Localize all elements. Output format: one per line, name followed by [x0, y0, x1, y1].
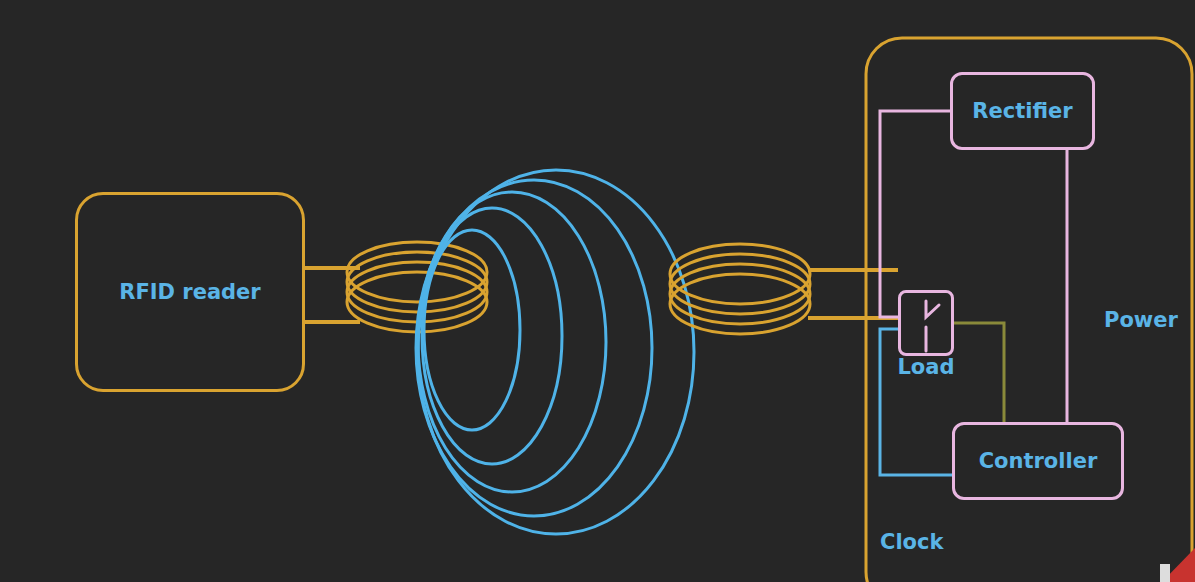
tag-coil — [670, 244, 810, 334]
tag-wire — [808, 270, 898, 318]
signal-wire — [954, 323, 1004, 422]
tag-housing — [866, 38, 1192, 582]
node-label: Load — [897, 355, 954, 379]
signal-wire — [1066, 150, 1069, 422]
signal-wire — [880, 329, 952, 475]
coil-winding — [670, 274, 810, 334]
reader-box: RFID reader — [75, 192, 305, 392]
switch-symbol — [901, 293, 951, 353]
node-label: Controller — [979, 449, 1098, 473]
node-label: Rectifier — [972, 99, 1072, 123]
magnetic-field — [416, 170, 694, 534]
corner-mark — [1160, 564, 1170, 582]
signal-wire — [880, 111, 950, 317]
signal-label: Clock — [880, 530, 943, 554]
signal-label: Power — [1104, 308, 1178, 332]
controller-box: Controller — [952, 422, 1124, 500]
rectifier-box: Rectifier — [950, 72, 1095, 150]
node-label: RFID reader — [119, 280, 260, 304]
load-switch: Load — [898, 290, 954, 356]
